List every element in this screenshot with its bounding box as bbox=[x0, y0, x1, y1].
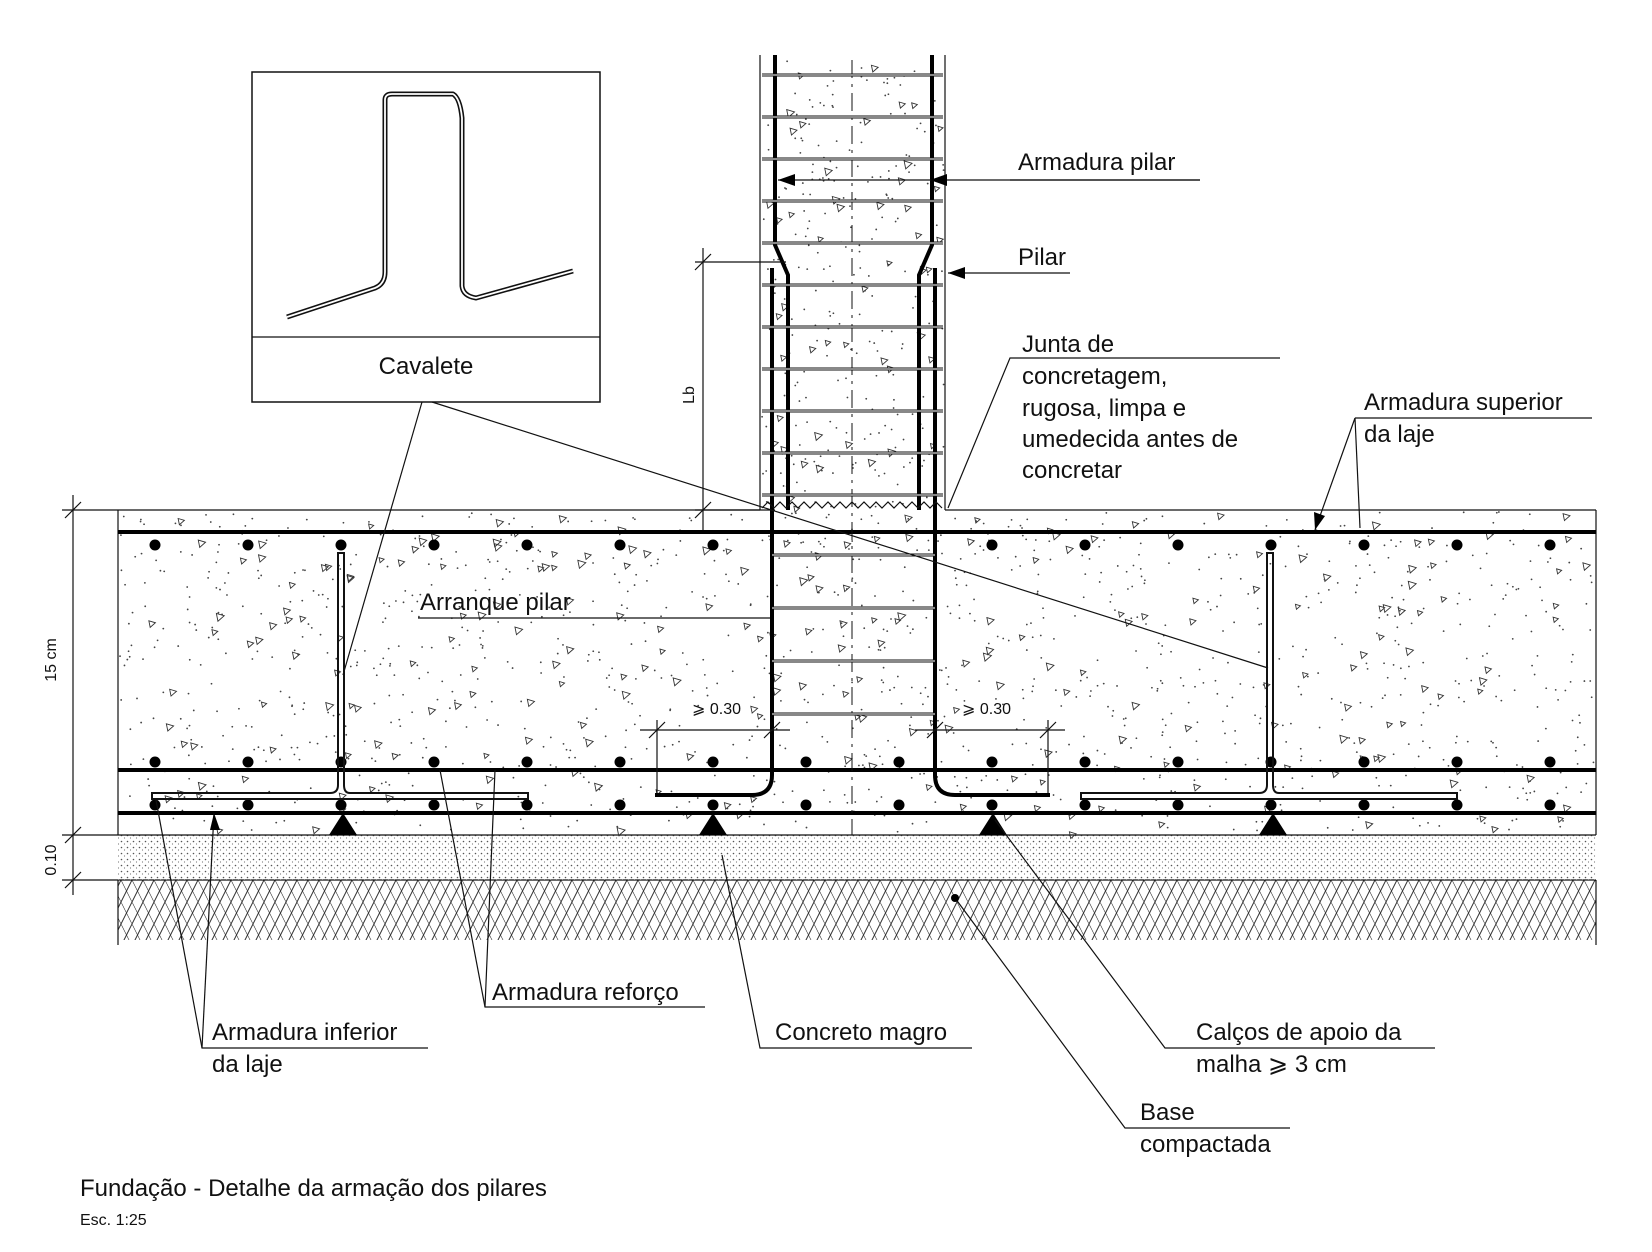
armadura-reforco-label: Armadura reforço bbox=[492, 979, 679, 1006]
armadura-superior-label-line-2: da laje bbox=[1364, 421, 1435, 448]
slab bbox=[117, 509, 1597, 835]
cavalete-detail-box bbox=[251, 71, 601, 403]
column bbox=[655, 55, 1050, 835]
junta-label-line-2: concretagem, bbox=[1022, 363, 1167, 390]
pilar-label: Pilar bbox=[1018, 244, 1066, 271]
cavalete-label: Cavalete bbox=[379, 353, 474, 380]
junta-label-line-4: umedecida antes de bbox=[1022, 426, 1238, 453]
calcos-label-line-2: malha ⩾ 3 cm bbox=[1196, 1051, 1347, 1078]
armadura-inferior-label-line-2: da laje bbox=[212, 1051, 283, 1078]
dimension-lines bbox=[62, 248, 1065, 895]
calcos-label-line-1: Calços de apoio da bbox=[1196, 1019, 1402, 1046]
mesh-support-spacers bbox=[329, 813, 1287, 835]
junta-label-line-1: Junta de bbox=[1022, 331, 1114, 358]
anchor-right-dimension: ⩾ 0.30 bbox=[962, 701, 1011, 718]
drawing-title: Fundação - Detalhe da armação dos pilare… bbox=[80, 1175, 547, 1202]
base-label-line-2: compactada bbox=[1140, 1131, 1271, 1158]
concreto-magro-label: Concreto magro bbox=[775, 1019, 947, 1046]
anchor-left-dimension: ⩾ 0.30 bbox=[692, 701, 741, 718]
chair-bar-right bbox=[1080, 552, 1458, 800]
armadura-pilar-label: Armadura pilar bbox=[1018, 149, 1175, 176]
lb-dimension: Lb bbox=[681, 386, 698, 404]
armadura-inferior-label-line-1: Armadura inferior bbox=[212, 1019, 397, 1046]
base-label-line-1: Base bbox=[1140, 1099, 1195, 1126]
junta-label-line-5: concretar bbox=[1022, 457, 1122, 484]
lean-thickness-dimension: 0.10 bbox=[43, 844, 60, 875]
column-stirrups bbox=[762, 73, 943, 716]
rebar-section-dots bbox=[149, 539, 1556, 811]
compacted-base-hatch bbox=[118, 880, 1596, 940]
arranque-pilar-label: Arranque pilar bbox=[420, 589, 571, 616]
junta-label-line-3: rugosa, limpa e bbox=[1022, 395, 1186, 422]
slab-thickness-dimension: 15 cm bbox=[43, 638, 60, 682]
armadura-superior-label-line-1: Armadura superior bbox=[1364, 389, 1563, 416]
leader-lines bbox=[155, 174, 1592, 1129]
chair-bar-left bbox=[151, 552, 529, 800]
drawing-scale: Esc. 1:25 bbox=[80, 1212, 147, 1229]
lean-concrete-layer bbox=[118, 835, 1596, 880]
